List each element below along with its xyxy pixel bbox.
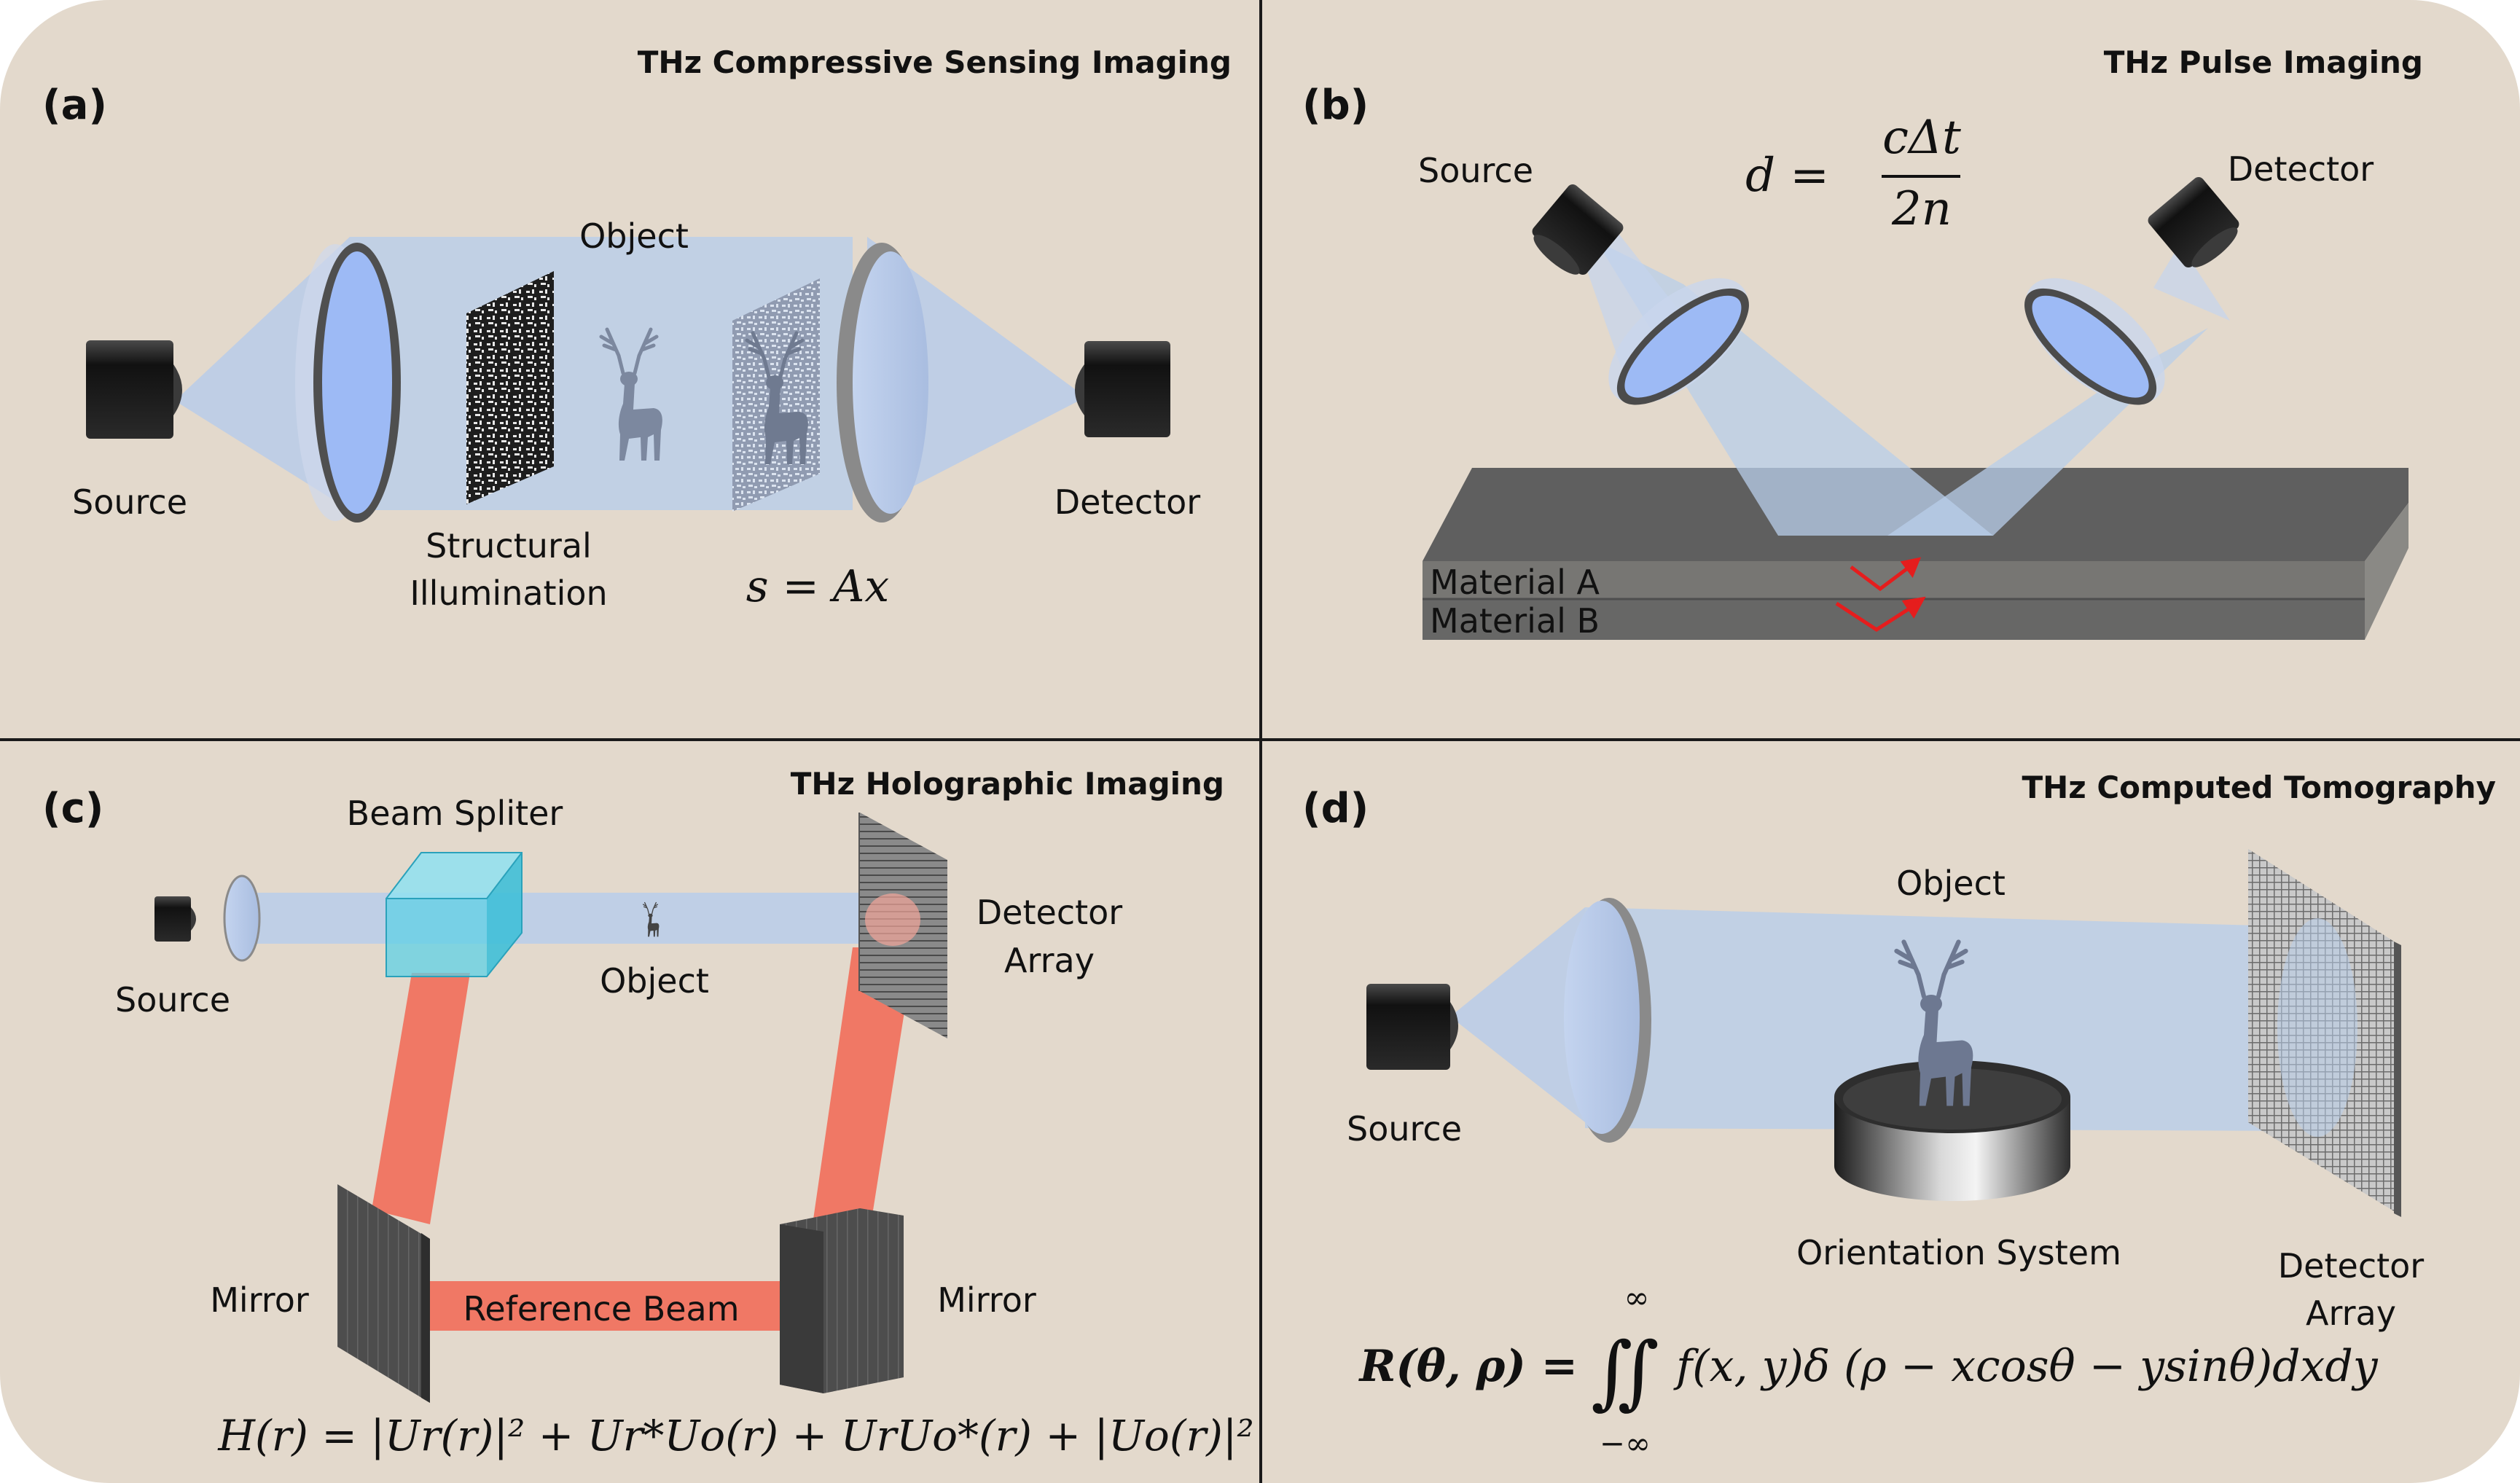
cs-equation: s = Ax — [746, 561, 889, 612]
object-label-c: Object — [600, 961, 709, 1001]
object-beam — [233, 893, 900, 944]
radon-eq-rhs: f(x, y)δ (ρ − xcosθ − ysinθ)dxdy — [1673, 1341, 2379, 1392]
pulse-equation: d = cΔt 2n — [1745, 111, 1961, 236]
lens-right — [837, 243, 928, 523]
lens-d — [1564, 898, 1651, 1143]
panel-a-title: THz Compressive Sensing Imaging — [638, 44, 1232, 80]
mirror-right — [780, 1208, 904, 1393]
detector-label-c-line2: Array — [1004, 941, 1095, 980]
structural-illumination-mask — [466, 271, 554, 504]
panel-a: (a) THz Compressive Sensing Imaging — [42, 44, 1232, 613]
beam-splitter-cube — [386, 852, 523, 977]
source-label-b: Source — [1418, 151, 1533, 190]
panel-d: (d) THz Computed Tomography Ob — [1302, 770, 2496, 1461]
material-a-label: Material A — [1430, 563, 1600, 602]
lens-right-b — [2024, 278, 2165, 405]
detector-camera — [1075, 341, 1170, 437]
panel-b-title: THz Pulse Imaging — [2104, 44, 2423, 80]
radon-eq-lhs: R(θ, ρ) = — [1358, 1341, 1578, 1392]
beam-to-detector — [2153, 251, 2230, 321]
radon-eq-lower: −∞ — [1600, 1425, 1651, 1461]
red-beam-mirror-to-detector — [813, 947, 915, 1224]
panel-b-id: (b) — [1302, 82, 1369, 129]
reference-beam-label: Reference Beam — [463, 1289, 739, 1329]
panel-c-title: THz Holographic Imaging — [791, 766, 1224, 802]
source-emitter — [1532, 184, 1624, 275]
beam-source-to-lens-d — [1450, 907, 1585, 1122]
source-label: Source — [72, 482, 187, 522]
holography-equation: H(r) = |Ur(r)|² + Ur*Uo(r) + UrUo*(r) + … — [217, 1411, 1253, 1460]
detector-label-c-line1: Detector — [977, 893, 1123, 932]
panel-c: (c) THz Holographic Imaging — [42, 766, 1254, 1460]
pulse-eq-numerator: cΔt — [1882, 111, 1961, 165]
reference-beam — [426, 1281, 785, 1331]
panel-a-id: (a) — [42, 82, 107, 129]
object-label: Object — [579, 216, 689, 256]
illuminated-object — [732, 278, 820, 512]
detector-array-c — [858, 813, 947, 1038]
pulse-eq-denominator: 2n — [1891, 182, 1952, 236]
source-camera — [86, 340, 182, 439]
source-c — [154, 896, 196, 942]
source-camera-d — [1366, 984, 1458, 1070]
orientation-system-label: Orientation System — [1796, 1233, 2121, 1272]
detector-sensor — [2148, 176, 2239, 268]
lens-left-b — [1608, 278, 1749, 405]
lens-c — [223, 874, 261, 962]
detector-label-d-line1: Detector — [2278, 1246, 2425, 1286]
panel-d-title: THz Computed Tomography — [2022, 770, 2496, 805]
illumination-label-line2: Illumination — [410, 574, 607, 613]
panel-d-id: (d) — [1302, 785, 1369, 832]
detector-label: Detector — [1054, 482, 1201, 522]
reflection-arrows — [1835, 557, 1926, 632]
detector-array-d — [2248, 849, 2401, 1217]
collimated-beam-d — [1585, 907, 2317, 1131]
source-label-d: Source — [1347, 1109, 1462, 1149]
material-b-label: Material B — [1430, 601, 1600, 641]
illumination-label-line1: Structural — [426, 526, 592, 566]
object-label-d: Object — [1896, 864, 2006, 903]
radon-eq-integral: ∬ — [1591, 1325, 1659, 1418]
detector-label-d-line2: Array — [2306, 1294, 2396, 1333]
radon-eq-upper: ∞ — [1624, 1280, 1650, 1315]
slab-right-face — [2365, 503, 2409, 640]
red-beam-splitter-to-mirror — [372, 973, 470, 1224]
pulse-eq-lhs: d = — [1745, 149, 1829, 203]
detector-label-b: Detector — [2228, 149, 2374, 189]
source-label-c: Source — [115, 980, 230, 1020]
panel-b: (b) THz Pulse Imaging — [1302, 44, 2423, 641]
lens-left — [295, 243, 401, 523]
panel-c-id: (c) — [42, 785, 103, 832]
beam-splitter-label: Beam Spliter — [347, 794, 563, 833]
mirror-left-label: Mirror — [210, 1280, 309, 1320]
mirror-right-label: Mirror — [937, 1280, 1036, 1320]
mirror-left — [337, 1184, 430, 1403]
radon-equation: R(θ, ρ) = ∞ ∬ −∞ f(x, y)δ (ρ − xcosθ − y… — [1358, 1280, 2378, 1461]
